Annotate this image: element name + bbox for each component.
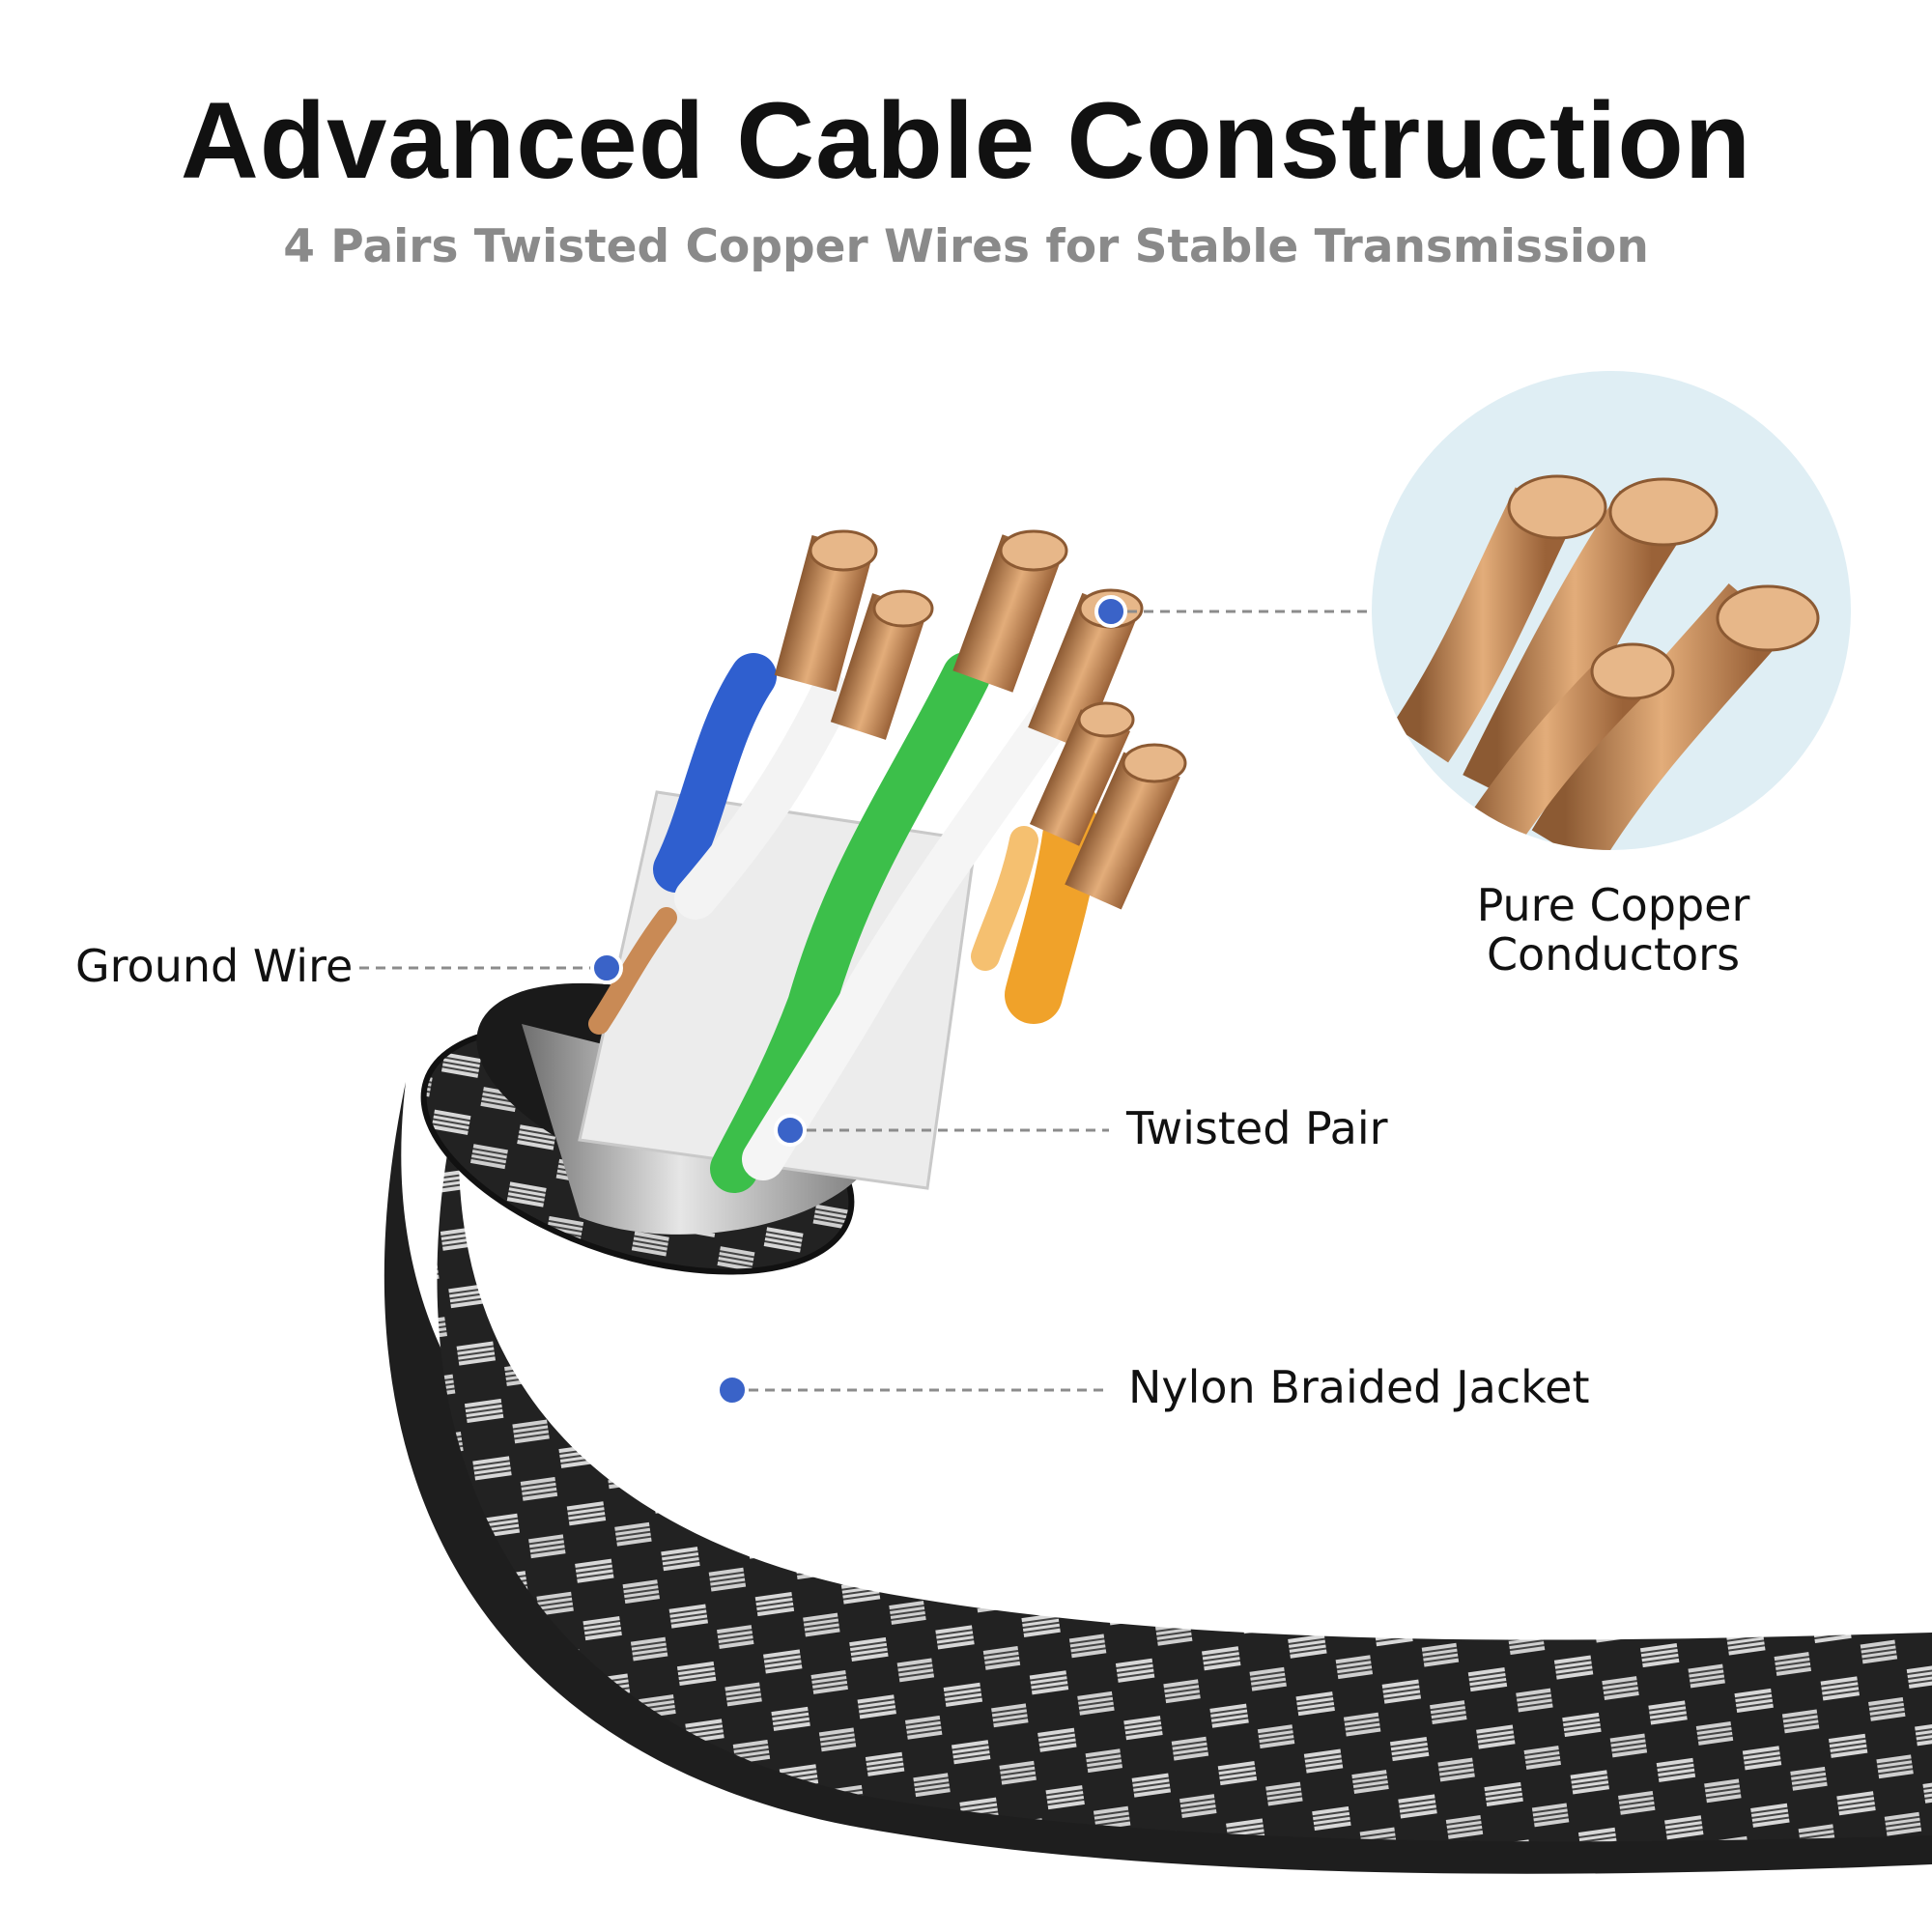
copper-zoom-circle [1372, 371, 1851, 850]
label-pure-copper-conductors: Pure Copper Conductors [1439, 881, 1787, 979]
label-copper-line1: Pure Copper [1476, 879, 1750, 931]
jacket-marker-icon [716, 1374, 749, 1406]
page-subtitle: 4 Pairs Twisted Copper Wires for Stable … [283, 220, 1649, 273]
label-twisted-pair: Twisted Pair [1126, 1102, 1388, 1154]
leader-lines [359, 610, 1372, 1392]
copper-marker-icon [1094, 595, 1127, 628]
copper-conductors [588, 529, 1187, 1035]
label-copper-line2: Conductors [1486, 927, 1741, 980]
twisted-pairs [578, 652, 1101, 1193]
twisted-pair-marker-icon [774, 1114, 807, 1147]
label-nylon-braided-jacket: Nylon Braided Jacket [1128, 1361, 1590, 1413]
ground-wire-marker-icon [590, 952, 623, 984]
label-ground-wire: Ground Wire [75, 940, 354, 992]
page-title: Advanced Cable Construction [180, 80, 1752, 201]
